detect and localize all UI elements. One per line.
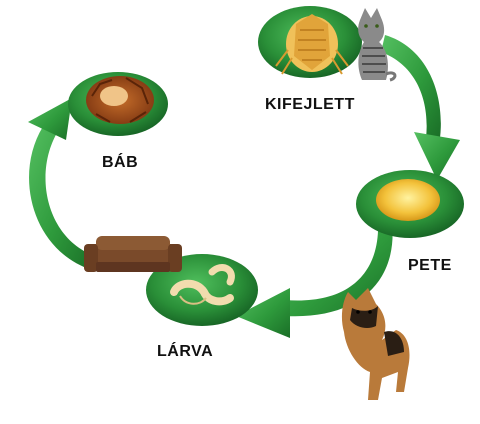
adult-flea-icon (275, 14, 349, 75)
egg-disc (356, 170, 464, 238)
sofa-icon (84, 236, 182, 272)
cat-icon (358, 8, 397, 82)
dog-icon (341, 288, 410, 400)
stage-label-adult: KIFEJLETT (265, 96, 355, 113)
stage-label-pupa: BÁB (102, 154, 139, 171)
arrow-adult-to-egg (381, 35, 460, 180)
egg-icon (376, 179, 440, 221)
pupa-cocoon-icon (86, 76, 154, 124)
stage-label-egg: PETE (408, 257, 452, 274)
arrow-larva-to-pupa (28, 98, 95, 270)
larva-icon (170, 264, 235, 306)
pupa-disc (68, 72, 168, 136)
adult-disc (258, 6, 362, 78)
stage-label-larva: LÁRVA (157, 343, 214, 360)
